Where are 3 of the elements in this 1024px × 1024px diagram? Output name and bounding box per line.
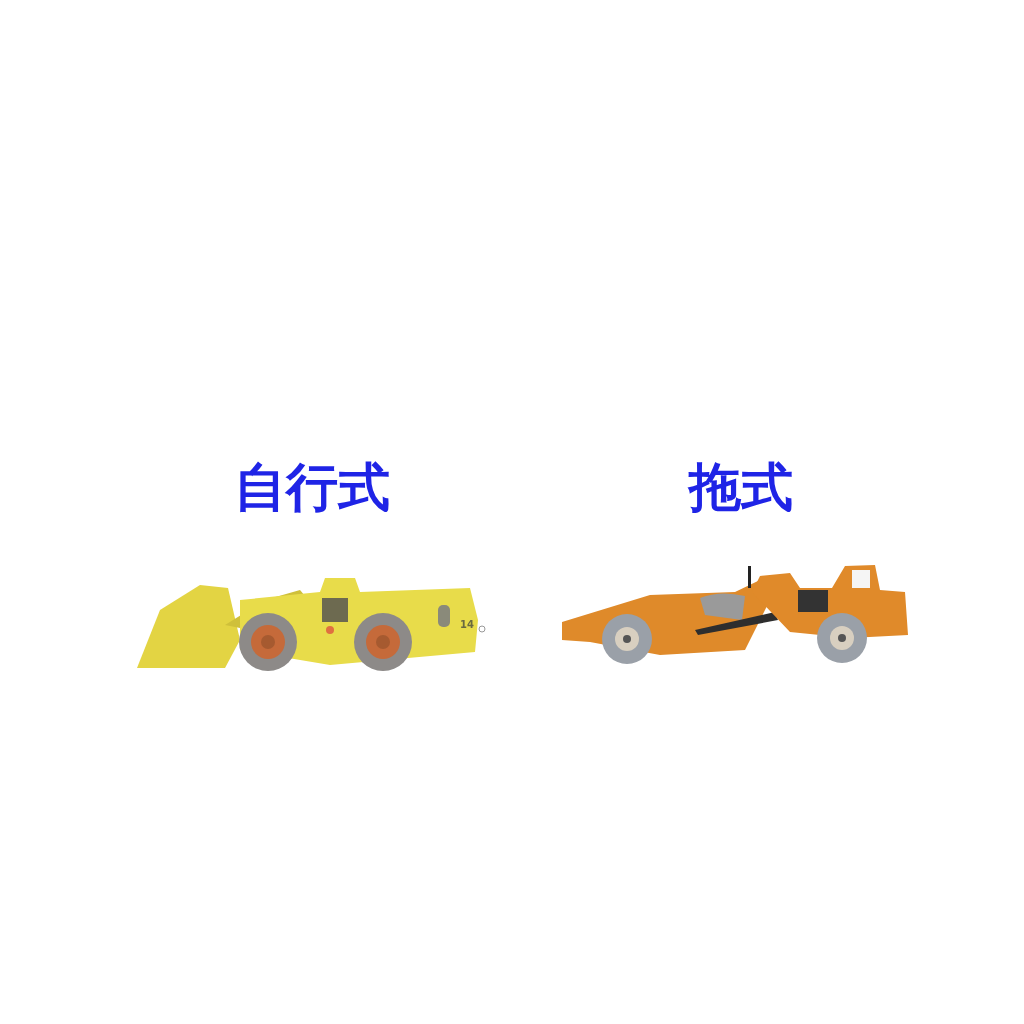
- category-title: 拖式: [689, 461, 793, 513]
- category-title: 自行式: [234, 461, 390, 513]
- vehicle-number: 14: [460, 620, 474, 630]
